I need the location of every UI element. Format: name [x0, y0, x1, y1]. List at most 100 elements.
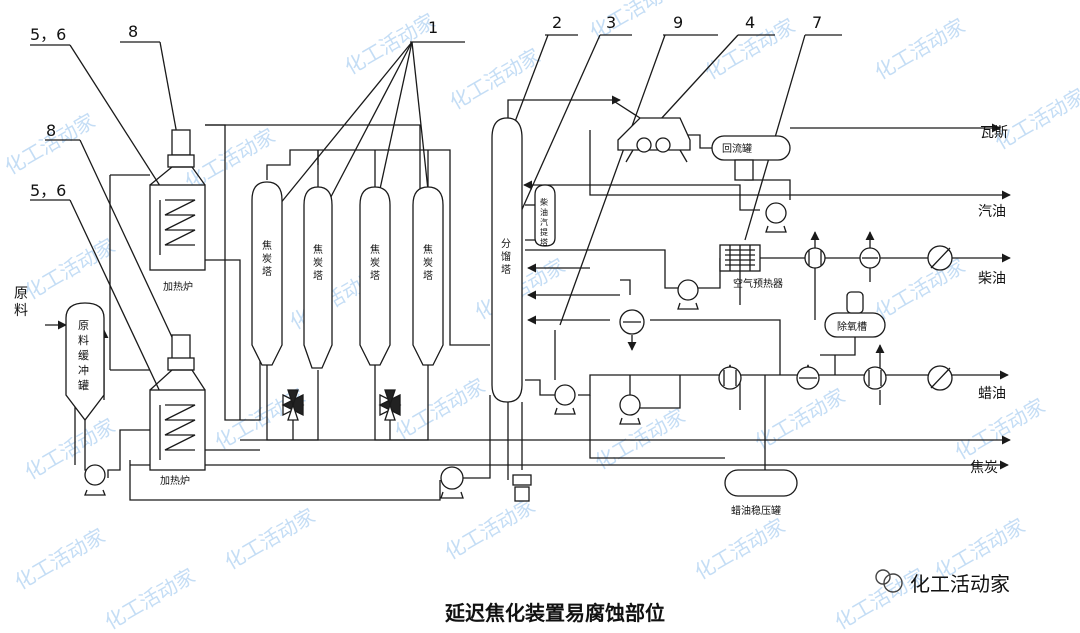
svg-text:化工活动家: 化工活动家	[591, 404, 690, 475]
svg-text:化工活动家: 化工活动家	[1, 109, 100, 180]
furnace-2-label: 加热炉	[160, 474, 190, 487]
coke-drum-4-label: 焦炭塔	[423, 244, 434, 283]
callout-8-top: 8	[128, 22, 138, 41]
vertical-char: 塔	[370, 271, 380, 282]
vertical-char: 馏	[501, 252, 511, 263]
stripper-label: 柴油汽提塔	[540, 198, 550, 248]
vertical-char: 焦	[370, 245, 380, 256]
stream-gasoline: 汽油	[978, 204, 1006, 220]
feed-pump	[84, 464, 106, 496]
residue-pump	[440, 466, 464, 499]
fractionator-tower	[491, 117, 523, 403]
vertical-char: 料	[14, 303, 28, 319]
vertical-char: 塔	[501, 265, 511, 276]
callout-9: 9	[673, 13, 683, 32]
wax-stabilizer-tank	[724, 469, 798, 497]
coke-drum-3-label: 焦炭塔	[370, 244, 381, 283]
stream-diesel: 柴油	[978, 271, 1006, 287]
reflux-tank-label: 回流罐	[722, 142, 752, 155]
wax-exchanger-2	[796, 366, 820, 390]
diesel-cooler	[927, 245, 953, 271]
piping	[45, 95, 1011, 501]
wax-tank-label: 蜡油稳压罐	[731, 504, 781, 517]
four-way-valve-2	[378, 389, 402, 421]
callout-numbers: 1 2 3 4 5，6 5，6 7 8 8 9	[30, 13, 822, 200]
callout-leaders	[30, 34, 842, 446]
diesel-pump	[677, 279, 699, 310]
equipment-labels: 加热炉 加热炉 回流罐 空气预热器 除氧槽 蜡油稳压罐	[160, 142, 867, 517]
callout-2: 2	[552, 13, 562, 32]
svg-text:化工活动家: 化工活动家	[441, 494, 540, 565]
vertical-char: 料	[78, 334, 89, 347]
svg-text:化工活动家: 化工活动家	[991, 84, 1080, 155]
vertical-char: 原	[14, 286, 28, 302]
vertical-char: 塔	[540, 238, 548, 247]
feed-buffer-tank: 1	[65, 302, 105, 422]
furnace-1-label: 加热炉	[163, 280, 193, 293]
vertical-char: 油	[540, 208, 548, 217]
coke-drum-3	[359, 186, 391, 366]
svg-text:化工活动家: 化工活动家	[951, 394, 1050, 465]
vertical-char: 塔	[262, 267, 272, 278]
vertical-char: 炭	[313, 258, 323, 269]
stream-wax-oil: 蜡油	[978, 386, 1006, 402]
vertical-char: 炭	[262, 254, 272, 265]
diagram-caption: 延迟焦化装置易腐蚀部位	[444, 601, 665, 625]
air-preheater-label: 空气预热器	[733, 277, 783, 290]
svg-text:化工活动家: 化工活动家	[101, 564, 200, 633]
coke-drum-4	[412, 186, 444, 366]
stream-labels: 瓦斯 汽油 柴油 蜡油 焦炭	[970, 125, 1008, 476]
top-condenser	[617, 117, 691, 163]
svg-text:化工活动家: 化工活动家	[691, 514, 790, 585]
four-way-valve-1	[281, 389, 305, 421]
deaerator-label: 除氧槽	[837, 320, 867, 333]
vertical-char: 提	[540, 228, 548, 237]
svg-text:化工活动家: 化工活动家	[586, 0, 685, 44]
furnace-2	[149, 334, 206, 471]
vertical-char: 焦	[313, 245, 323, 256]
wax-cooler	[927, 365, 953, 391]
wax-exchanger-1	[718, 366, 742, 390]
vertical-char: 塔	[423, 271, 433, 282]
feed-label: 原料	[14, 286, 28, 320]
callout-4: 4	[745, 13, 755, 32]
svg-text:化工活动家: 化工活动家	[21, 234, 120, 305]
tower-bottom-device	[512, 474, 532, 502]
callout-7: 7	[812, 13, 822, 32]
svg-text:化工活动家: 化工活动家	[446, 44, 545, 115]
vertical-char: 塔	[313, 271, 323, 282]
diesel-exchanger-1	[804, 247, 826, 269]
vertical-char: 炭	[423, 258, 433, 269]
stream-coke: 焦炭	[970, 460, 998, 476]
vertical-char: 炭	[370, 258, 380, 269]
coke-drum-2-label: 焦炭塔	[313, 244, 324, 283]
gasoline-pump	[765, 202, 787, 233]
vertical-char: 焦	[262, 241, 272, 252]
vertical-char: 原	[78, 319, 89, 332]
callout-8-bottom: 8	[46, 121, 56, 140]
air-preheater	[719, 244, 761, 272]
vertical-char: 焦	[423, 245, 433, 256]
diesel-exchanger-2	[859, 247, 881, 269]
coke-drum-1-label: 焦炭塔	[262, 240, 273, 279]
brand-name: 化工活动家	[910, 572, 1010, 596]
fractionator-label: 分馏塔	[501, 238, 512, 277]
vertical-char: 汽	[540, 218, 548, 227]
reflux-tank	[711, 135, 791, 181]
svg-text:化工活动家: 化工活动家	[871, 254, 970, 325]
stream-gas: 瓦斯	[980, 125, 1008, 141]
wax-pump-1	[554, 384, 576, 415]
brand-logo: 化工活动家	[875, 569, 1010, 596]
vertical-char: 柴	[540, 198, 548, 207]
feed-tank-label: 原料缓冲罐	[78, 318, 90, 393]
wax-exchanger-3	[863, 366, 887, 390]
callout-56-top: 5，6	[30, 25, 66, 44]
vertical-char: 冲	[78, 364, 89, 377]
wax-pump-2	[619, 394, 641, 425]
svg-text:化工活动家: 化工活动家	[871, 14, 970, 85]
svg-text:化工活动家: 化工活动家	[221, 504, 320, 575]
callout-1: 1	[428, 18, 438, 37]
vertical-char: 罐	[78, 379, 89, 392]
vertical-char: 分	[501, 239, 511, 250]
